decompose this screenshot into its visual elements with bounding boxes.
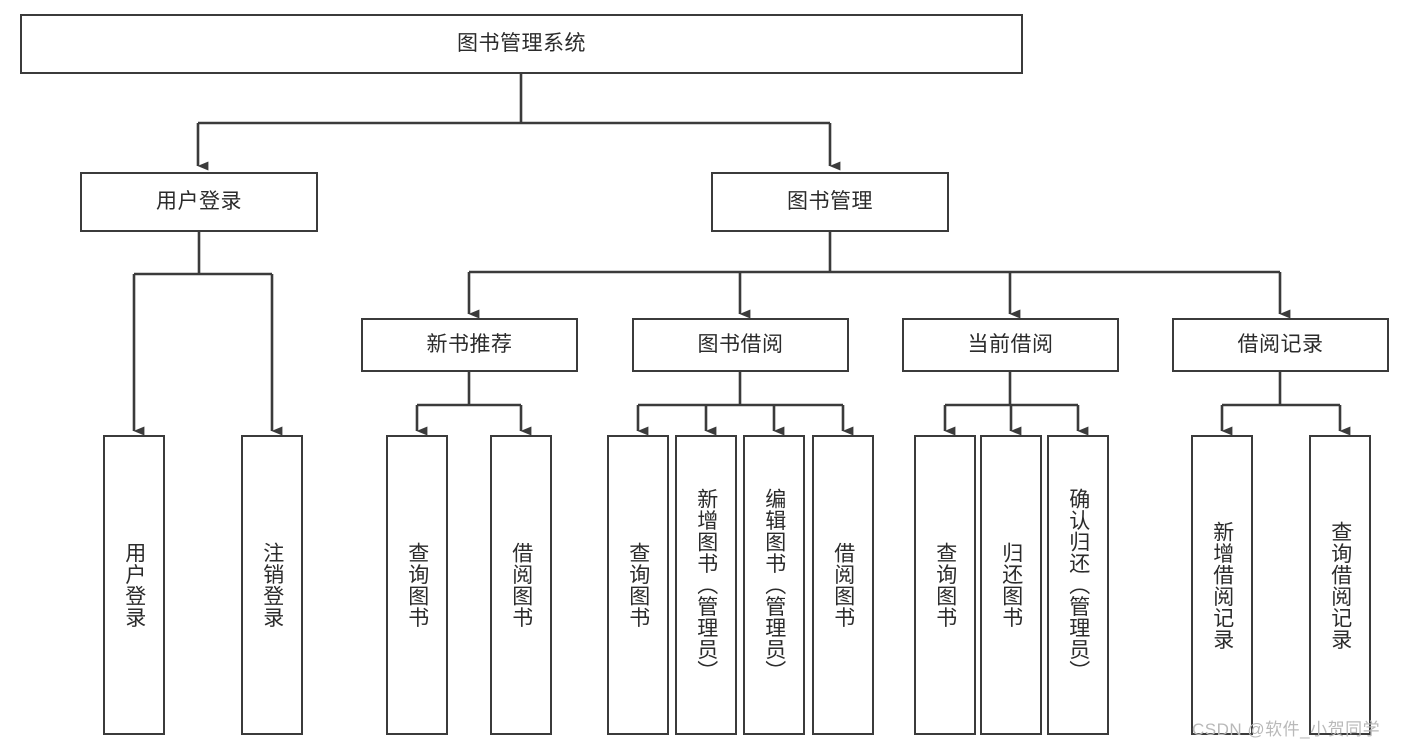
leaf-bb-edit-book[interactable]: 编辑图书（管理员） xyxy=(743,435,805,735)
leaf-br-add-record-label: 新增借阅记录 xyxy=(1210,520,1234,650)
leaf-cb-query-book-label: 查询图书 xyxy=(933,542,957,628)
node-root[interactable]: 图书管理系统 xyxy=(20,14,1023,74)
leaf-user-login-label: 用户登录 xyxy=(122,542,146,628)
leaf-nb-borrow-book[interactable]: 借阅图书 xyxy=(490,435,552,735)
node-new-book-recommend[interactable]: 新书推荐 xyxy=(361,318,578,372)
leaf-bb-borrow-book-label: 借阅图书 xyxy=(831,542,855,628)
leaf-logout[interactable]: 注销登录 xyxy=(241,435,303,735)
leaf-user-login[interactable]: 用户登录 xyxy=(103,435,165,735)
leaf-nb-query-book[interactable]: 查询图书 xyxy=(386,435,448,735)
node-user-login[interactable]: 用户登录 xyxy=(80,172,318,232)
leaf-cb-return-book[interactable]: 归还图书 xyxy=(980,435,1042,735)
node-book-borrow[interactable]: 图书借阅 xyxy=(632,318,849,372)
leaf-bb-borrow-book[interactable]: 借阅图书 xyxy=(812,435,874,735)
leaf-br-query-record-label: 查询借阅记录 xyxy=(1328,520,1352,650)
leaf-nb-query-book-label: 查询图书 xyxy=(405,542,429,628)
node-current-borrow-label: 当前借阅 xyxy=(967,333,1054,357)
leaf-bb-add-book-label: 新增图书（管理员） xyxy=(694,488,718,682)
leaf-br-add-record[interactable]: 新增借阅记录 xyxy=(1191,435,1253,735)
node-borrow-record-label: 借阅记录 xyxy=(1237,333,1324,357)
node-user-login-label: 用户登录 xyxy=(156,190,242,214)
node-borrow-record[interactable]: 借阅记录 xyxy=(1172,318,1389,372)
leaf-bb-query-book[interactable]: 查询图书 xyxy=(607,435,669,735)
node-current-borrow[interactable]: 当前借阅 xyxy=(902,318,1119,372)
leaf-bb-edit-book-label: 编辑图书（管理员） xyxy=(762,488,786,682)
leaf-cb-confirm-return[interactable]: 确认归还（管理员） xyxy=(1047,435,1109,735)
leaf-cb-confirm-return-label: 确认归还（管理员） xyxy=(1066,488,1090,682)
leaf-cb-query-book[interactable]: 查询图书 xyxy=(914,435,976,735)
leaf-nb-borrow-book-label: 借阅图书 xyxy=(509,542,533,628)
leaf-bb-add-book[interactable]: 新增图书（管理员） xyxy=(675,435,737,735)
node-new-book-recommend-label: 新书推荐 xyxy=(426,333,513,357)
node-book-management[interactable]: 图书管理 xyxy=(711,172,949,232)
leaf-bb-query-book-label: 查询图书 xyxy=(626,542,650,628)
node-book-management-label: 图书管理 xyxy=(787,190,873,214)
leaf-logout-label: 注销登录 xyxy=(260,542,284,628)
node-root-label: 图书管理系统 xyxy=(457,32,586,56)
csdn-watermark: CSDN @软件_小贺同学 xyxy=(1192,720,1381,739)
node-book-borrow-label: 图书借阅 xyxy=(697,333,784,357)
leaf-cb-return-book-label: 归还图书 xyxy=(999,542,1023,628)
leaf-br-query-record[interactable]: 查询借阅记录 xyxy=(1309,435,1371,735)
